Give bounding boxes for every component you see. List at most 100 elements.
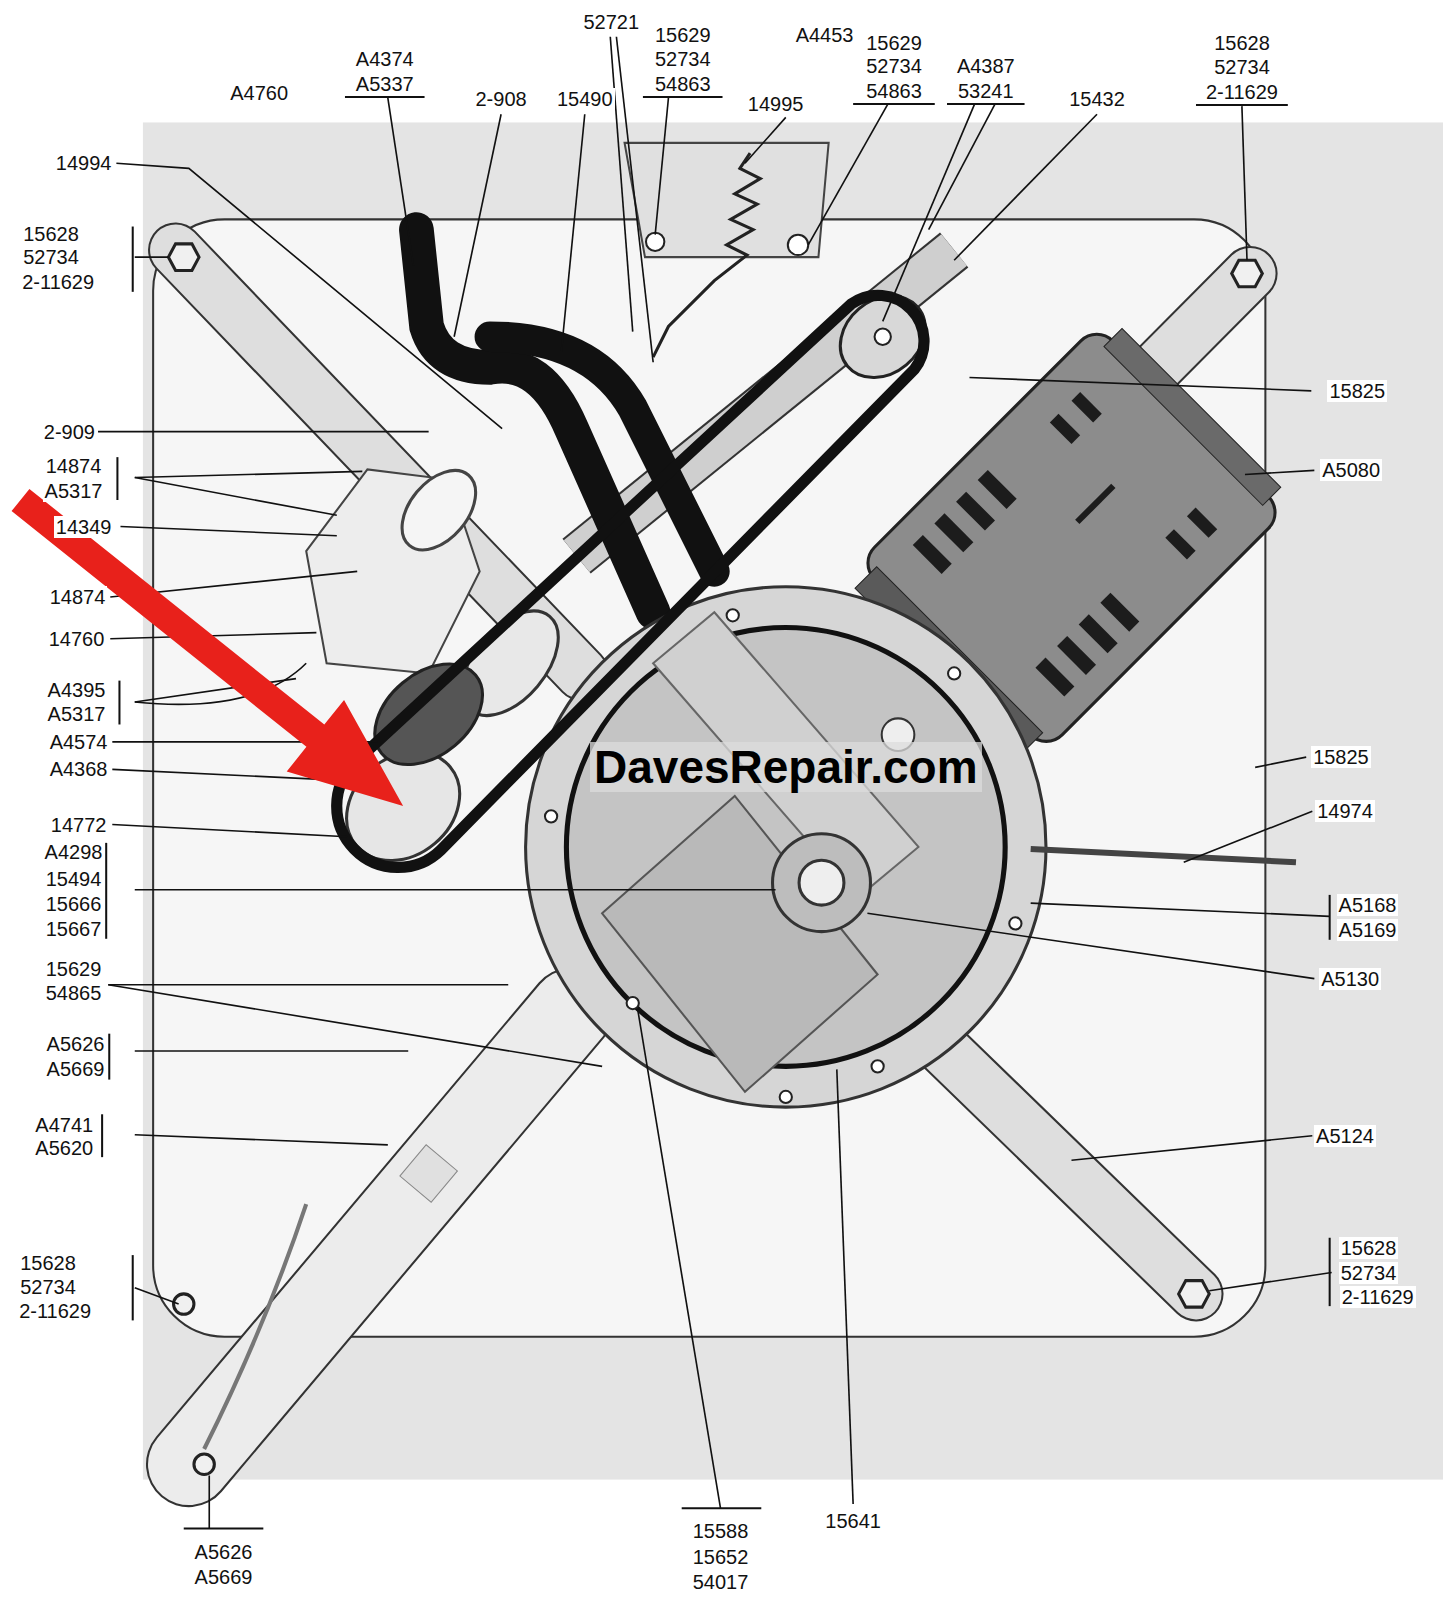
transmission-part-part bbox=[545, 810, 557, 822]
cabinet-base-part bbox=[143, 122, 1443, 1479]
leader-lines-part bbox=[388, 98, 414, 265]
group-brackets-part bbox=[1329, 895, 1331, 940]
callout-number: 52734 bbox=[21, 246, 81, 268]
callout-number: A5317 bbox=[46, 703, 108, 725]
callout-number: 14349 bbox=[54, 516, 114, 538]
bolts-part bbox=[1179, 1281, 1210, 1308]
leader-lines-part bbox=[135, 1288, 179, 1304]
hose bbox=[416, 230, 714, 613]
leader-lines-part bbox=[208, 1476, 210, 1529]
callout-number: 15629 bbox=[44, 958, 104, 980]
callout-number: 52734 bbox=[18, 1276, 78, 1298]
motor-part-part bbox=[1079, 614, 1118, 653]
transmission-part bbox=[526, 587, 1046, 1107]
callout-number: 2-11629 bbox=[20, 271, 96, 293]
callout-number: A5124 bbox=[1314, 1125, 1376, 1147]
callout-number: 15666 bbox=[44, 893, 104, 915]
transmission-part bbox=[799, 860, 844, 905]
motor-part-part bbox=[956, 492, 995, 531]
group-brackets-part bbox=[108, 1034, 110, 1080]
motor-part-part bbox=[1057, 636, 1096, 675]
callout-number: A4395 bbox=[46, 679, 108, 701]
shaft-rod bbox=[1031, 849, 1296, 862]
frame-arms-part bbox=[189, 1010, 572, 1464]
callout-number: 2-11629 bbox=[17, 1300, 93, 1322]
transmission-part-part bbox=[948, 667, 960, 679]
leader-lines-part bbox=[116, 163, 502, 428]
group-brackets-part bbox=[947, 103, 1025, 105]
frame-arms-part bbox=[189, 1010, 572, 1464]
callout-number: A5620 bbox=[33, 1137, 95, 1159]
callout-number: 2-11629 bbox=[1204, 81, 1280, 103]
leader-lines-part bbox=[120, 527, 336, 536]
leader-lines-part bbox=[112, 824, 347, 836]
callout-number: 54017 bbox=[691, 1571, 751, 1593]
frame-arms-part bbox=[400, 1145, 458, 1203]
leader-lines-part bbox=[135, 889, 776, 891]
callout-number: 2-908 bbox=[473, 88, 528, 110]
transmission-part bbox=[773, 834, 871, 932]
top-bracket-part bbox=[788, 235, 808, 255]
leader-lines-part bbox=[108, 984, 508, 986]
callout-number: 53241 bbox=[956, 80, 1016, 102]
callout-number: 15588 bbox=[691, 1520, 751, 1542]
group-brackets-part bbox=[101, 1114, 103, 1157]
motor-part-part bbox=[1035, 658, 1074, 697]
cabinet-base bbox=[143, 122, 1443, 1479]
callout-number: A4453 bbox=[794, 24, 856, 46]
transmission-part bbox=[545, 609, 1022, 1103]
leader-lines-part bbox=[1242, 106, 1247, 260]
callout-number: 15652 bbox=[691, 1546, 751, 1568]
callout-number: 54863 bbox=[653, 73, 713, 95]
leader-lines-part bbox=[135, 471, 363, 477]
callout-number: 14772 bbox=[49, 814, 109, 836]
callout-number: 15641 bbox=[823, 1510, 883, 1532]
pulleys-part bbox=[875, 329, 891, 345]
callout-number: A5317 bbox=[43, 480, 105, 502]
callout-number: 15432 bbox=[1067, 88, 1127, 110]
transmission-part-part bbox=[727, 609, 739, 621]
shaft-rod-part bbox=[1031, 849, 1296, 862]
bolts-part bbox=[194, 1454, 214, 1474]
group-brackets-part bbox=[184, 1528, 264, 1530]
callout-number: 15628 bbox=[18, 1252, 78, 1274]
leader-lines-part bbox=[638, 1010, 721, 1508]
callout-number: 14760 bbox=[47, 628, 107, 650]
group-brackets-part bbox=[132, 227, 134, 292]
pump-part bbox=[387, 457, 490, 564]
motor-part-part bbox=[934, 513, 973, 552]
callout-number: 15490 bbox=[555, 88, 615, 110]
callout-number: A5626 bbox=[45, 1033, 107, 1055]
callout-number: 15629 bbox=[864, 32, 924, 54]
callout-number: 2-11629 bbox=[1340, 1286, 1416, 1308]
bolts-part bbox=[168, 244, 199, 271]
leader-lines-part bbox=[808, 104, 888, 245]
leader-lines-part bbox=[135, 1050, 408, 1052]
callout-number: 15628 bbox=[21, 223, 81, 245]
frame-arms-part bbox=[204, 1204, 306, 1449]
leader-lines-part bbox=[969, 378, 1311, 391]
leader-lines-part bbox=[135, 478, 337, 516]
group-brackets-part bbox=[345, 96, 425, 98]
top-bracket bbox=[625, 143, 829, 357]
leader-lines-part bbox=[954, 114, 1097, 260]
transmission-part-part bbox=[872, 1060, 884, 1072]
group-brackets-part bbox=[118, 681, 120, 725]
callout-number: 15628 bbox=[1339, 1237, 1399, 1259]
leader-lines-part bbox=[837, 1069, 853, 1504]
callout-number: A5169 bbox=[1337, 919, 1399, 941]
callout-number: 14995 bbox=[746, 93, 806, 115]
leader-lines-part bbox=[1031, 903, 1330, 916]
callout-number: 15667 bbox=[44, 918, 104, 940]
callout-number: 54865 bbox=[44, 982, 104, 1004]
leader-lines-part bbox=[1072, 1136, 1313, 1160]
callout-number: A5337 bbox=[354, 73, 416, 95]
callout-number: 14874 bbox=[48, 586, 108, 608]
callout-number: 14994 bbox=[54, 152, 114, 174]
top-bracket-part bbox=[625, 143, 829, 257]
callout-number: 52734 bbox=[864, 55, 924, 77]
leader-lines bbox=[98, 37, 1332, 1529]
group-brackets-part bbox=[682, 1507, 762, 1509]
motor-part-part bbox=[1075, 484, 1115, 524]
